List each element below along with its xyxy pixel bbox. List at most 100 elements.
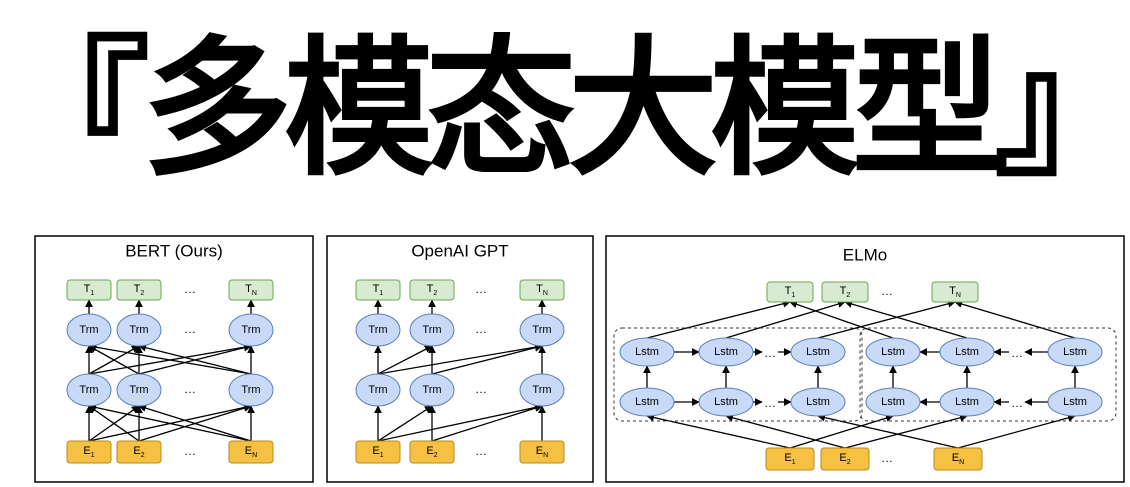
elmo-edge-to-output — [817, 300, 956, 339]
elmo-input-ellipsis: … — [881, 451, 893, 465]
elmo-edge-to-output — [646, 299, 791, 339]
gpt-input-embedding — [409, 440, 455, 464]
bert-edge-layer-layer — [88, 345, 140, 375]
forward-bottom-lstm-label: Lstm — [635, 396, 659, 408]
elmo-output-token-label: T1 — [785, 285, 796, 299]
gpt-layer1-trm-label: Trm — [368, 324, 387, 336]
bert-input-embedding — [116, 440, 162, 464]
elmo-edge-from-input — [957, 414, 1076, 449]
forward-top-lstm-label: Lstm — [635, 346, 659, 358]
bert-layer2-ellipsis: … — [184, 382, 196, 396]
bert-layer1-trm — [66, 313, 112, 347]
elmo-input-embedding — [820, 447, 870, 471]
gpt-edge-layer-layer — [377, 343, 543, 375]
elmo-output-token — [766, 281, 814, 303]
forward-lstm-group — [613, 327, 863, 422]
gpt-layer2-trm — [519, 373, 565, 407]
bert-layer2-trm — [66, 373, 112, 407]
gpt-layer1-trm — [519, 313, 565, 347]
gpt-output-token-label: TN — [536, 283, 548, 297]
bert-output-token — [116, 279, 162, 301]
backward-bottom-lstm — [939, 387, 995, 417]
gpt-output-token-label: T1 — [373, 283, 384, 297]
elmo-edge-from-input — [844, 414, 968, 449]
gpt-panel-frame — [326, 235, 594, 483]
elmo-edge-from-input — [725, 414, 846, 449]
gpt-edge-layer-layer — [377, 345, 433, 375]
bert-layer1-trm-label: Trm — [129, 324, 148, 336]
backward-bottom-lstm-label: Lstm — [955, 396, 979, 408]
forward-bottom-lstm — [619, 387, 675, 417]
elmo-output-token — [931, 281, 979, 303]
bert-output-token — [228, 279, 274, 301]
forward-bottom-lstm — [790, 387, 846, 417]
bert-layer1-trm-label: Trm — [241, 324, 260, 336]
bert-output-token-label: T2 — [134, 283, 145, 297]
gpt-layer1-trm — [355, 313, 401, 347]
elmo-panel-frame — [605, 235, 1125, 483]
backward-top-lstm — [939, 337, 995, 367]
forward-bottom-lstm — [698, 387, 754, 417]
bert-input-embedding-label: E2 — [133, 445, 144, 459]
backward-top-lstm-label: Lstm — [955, 346, 979, 358]
backward-top-lstm — [1047, 337, 1103, 367]
gpt-input-embedding — [519, 440, 565, 464]
bert-input-embedding — [228, 440, 274, 464]
gpt-edge-input-layer — [431, 404, 543, 442]
backward-bottom-lstm-label: Lstm — [881, 396, 905, 408]
bert-layer2-trm-label: Trm — [241, 384, 260, 396]
bert-output-token-label: TN — [245, 283, 257, 297]
forward-bottom-lstm-label: Lstm — [806, 396, 830, 408]
backward-bottom-lstm — [1047, 387, 1103, 417]
gpt-output-token-label: T2 — [427, 283, 438, 297]
forward-bottom-lstm-ellipsis: … — [764, 396, 776, 410]
gpt-panel-title: OpenAI GPT — [411, 241, 508, 260]
gpt-layer2-trm-label: Trm — [422, 384, 441, 396]
gpt-layer2-trm-label: Trm — [368, 384, 387, 396]
forward-top-lstm — [790, 337, 846, 367]
forward-top-lstm-label: Lstm — [806, 346, 830, 358]
bert-layer1-ellipsis: … — [184, 322, 196, 336]
bert-layer2-trm-label: Trm — [129, 384, 148, 396]
gpt-edge-input-layer — [377, 403, 543, 442]
bert-layer2-trm — [116, 373, 162, 407]
forward-top-lstm — [698, 337, 754, 367]
elmo-input-embedding-label: E2 — [839, 452, 850, 466]
backward-bottom-lstm-ellipsis: … — [1011, 396, 1023, 410]
gpt-layer1-trm — [409, 313, 455, 347]
gpt-output-token — [409, 279, 455, 301]
backward-top-lstm-label: Lstm — [881, 346, 905, 358]
backward-bottom-lstm — [865, 387, 921, 417]
elmo-edge-to-output — [725, 300, 846, 339]
elmo-output-ellipsis: … — [881, 284, 893, 298]
backward-top-lstm-label: Lstm — [1063, 346, 1087, 358]
main-title: 『多模态大模型』 — [0, 21, 1130, 197]
bert-input-embedding — [66, 440, 112, 464]
bert-layer1-trm — [228, 313, 274, 347]
gpt-input-ellipsis: … — [475, 444, 487, 458]
bert-panel-frame — [34, 235, 314, 483]
elmo-output-token — [821, 281, 869, 303]
elmo-edge-to-output — [789, 300, 894, 339]
gpt-layer2-trm — [409, 373, 455, 407]
forward-top-lstm — [619, 337, 675, 367]
elmo-input-embedding — [765, 447, 815, 471]
elmo-panel-title: ELMo — [843, 245, 887, 264]
bert-layer2-trm-label: Trm — [79, 384, 98, 396]
elmo-edge-from-input — [789, 414, 894, 449]
forward-bottom-lstm-label: Lstm — [714, 396, 738, 408]
backward-bottom-lstm-label: Lstm — [1063, 396, 1087, 408]
gpt-edge-input-layer — [377, 405, 433, 442]
gpt-output-token — [355, 279, 401, 301]
elmo-input-embedding — [933, 447, 983, 471]
bert-layer1-trm-label: Trm — [79, 324, 98, 336]
bert-panel-title: BERT (Ours) — [125, 241, 223, 260]
bert-edge-input-layer — [88, 403, 252, 442]
gpt-layer2-trm — [355, 373, 401, 407]
bert-output-token-label: T1 — [84, 283, 95, 297]
elmo-edge-from-input — [817, 413, 959, 449]
gpt-layer1-trm-label: Trm — [532, 324, 551, 336]
gpt-output-token — [519, 279, 565, 301]
backward-top-lstm — [865, 337, 921, 367]
